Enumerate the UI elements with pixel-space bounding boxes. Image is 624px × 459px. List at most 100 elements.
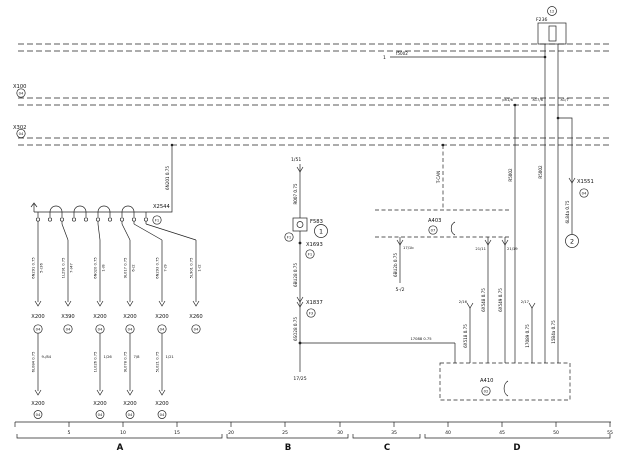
fuse-box	[292, 217, 308, 232]
connector-code-circle	[63, 324, 73, 334]
pin-label: 1/26	[104, 355, 113, 359]
connector-code-circle	[16, 88, 26, 98]
pin-label: 1/51	[291, 157, 301, 163]
connector-chevron-icon	[484, 239, 492, 246]
connector-code: 04	[128, 328, 133, 332]
wire-label: R007 0.75	[293, 183, 298, 204]
fuse-code-circle	[284, 232, 294, 242]
fuse-f236: 12 F236	[536, 6, 567, 45]
ruler-number: 55	[607, 430, 613, 436]
pin-label: 17/1b	[403, 246, 414, 250]
connector-chevron-icon	[96, 300, 104, 307]
component-bracket-icon	[450, 221, 456, 236]
wire-label: 9L017 0.75	[124, 257, 128, 278]
wire-label: 6SO28 0.75	[293, 317, 298, 341]
connector-chevron-icon	[158, 389, 166, 396]
wire-label: 6N020 0.75	[94, 257, 98, 279]
connector-code-circle	[33, 324, 43, 334]
pin-label: 21/11	[475, 247, 486, 251]
connector-code-circle	[125, 324, 135, 334]
module-outline	[439, 362, 571, 401]
section-letter: A	[117, 443, 124, 453]
connector-name: X390	[61, 314, 74, 320]
connector-code: 04	[98, 413, 103, 417]
connector-code-circle	[125, 410, 135, 419]
connector-name: X200	[93, 314, 106, 320]
fuse-label: F236	[536, 17, 547, 23]
wire-label: 17089 0.75	[525, 324, 530, 348]
fuse-label: F583	[310, 219, 323, 225]
grommet-label: ph1/6	[502, 98, 513, 102]
connector-name: X2544	[153, 204, 170, 210]
connector-name: X200	[123, 401, 136, 407]
pin-label: 2/16	[459, 300, 468, 304]
connector-code: F1	[308, 253, 312, 257]
connector-chevron-icon	[296, 296, 304, 308]
bus-lines	[18, 43, 612, 146]
wire-label: 6X518 0.75	[463, 324, 468, 348]
ruler-number: 35	[391, 430, 397, 436]
connector-x1551: X1551 04 6L84a 0.75 2	[558, 117, 594, 248]
connector-name: X200	[155, 314, 168, 320]
pin-label: 1-/8	[102, 264, 106, 272]
fuse-code: F1	[287, 236, 291, 240]
wire-label: 6L084 0.75	[32, 351, 36, 372]
connector-chevron-icon	[126, 300, 134, 307]
connector-arrow-icon	[30, 202, 38, 212]
connector-code: 04	[194, 328, 199, 332]
grid-ruler: 5 10 15 20 25 30 35 40 45 50 55	[14, 421, 613, 436]
wire-label: 1L291 0.75	[62, 257, 66, 278]
connector-chevron-icon	[96, 389, 104, 396]
connector-chevron-icon	[396, 239, 404, 246]
wire-label: 6N291 0.75	[32, 257, 36, 279]
connector-code: 04	[19, 132, 24, 136]
connector-chevron-icon	[466, 302, 474, 309]
bus-label: X100	[13, 84, 26, 90]
connector-chevron-icon	[64, 300, 72, 307]
section-letter: C	[384, 443, 390, 453]
t-can-link: T-CAN	[436, 143, 445, 210]
bus-label: X302	[13, 125, 26, 131]
pin-label: 7/8	[134, 355, 141, 359]
connector-code-circle	[16, 128, 26, 139]
section-b-circuit: 1/51 R007 0.75 F583 F1 1 X1693 F1 6BU28 …	[284, 157, 328, 382]
connector-name: X200	[155, 401, 168, 407]
connector-code: 04	[19, 92, 24, 96]
ruler-number: 20	[228, 430, 234, 436]
connector-chevron-icon	[34, 300, 42, 307]
connector-code: 04	[36, 413, 41, 417]
connector-chevron-icon	[296, 166, 304, 173]
junction-dot	[441, 143, 445, 147]
connector-code-circle	[579, 188, 589, 198]
connector-code: 04	[36, 328, 41, 332]
wire-label: 6BU28 0.75	[293, 263, 298, 287]
wire-label: 1L026 0.75	[94, 351, 98, 372]
feed-wire-label: f5002	[396, 51, 408, 56]
connector-code-circle	[33, 410, 43, 419]
right-vertical-wires: ph1/6 a17/6 a1/7 R5002 R5002 15B4a 0.75	[502, 44, 569, 363]
module-name: A403	[428, 218, 441, 224]
connector-code: 04	[582, 192, 587, 196]
grommet-label: a1/7	[561, 98, 570, 102]
connector-name: X1693	[306, 242, 323, 248]
ruler-number: 30	[337, 430, 343, 436]
section-letter: D	[513, 443, 520, 453]
pin-label: 1/21	[166, 355, 174, 359]
component-badge: 12	[550, 10, 555, 14]
connector-code: 04	[128, 413, 133, 417]
connector-code: F1	[155, 219, 159, 223]
connector-x2544: X2544 F1 6N201 0.75	[30, 143, 197, 241]
bus-connector-x302: X302 04	[13, 125, 26, 139]
module-a403: A403 07 17/1b 6BU2b 0.75 5-/2 21/11 21/1…	[375, 209, 518, 363]
bus-name: T-CAN	[436, 171, 441, 184]
fuse-box	[537, 22, 567, 45]
wire-label: 5L901 0.75	[190, 257, 194, 278]
connector-name: X260	[189, 314, 202, 320]
wire-label: R5002	[508, 168, 513, 182]
connector-chevron-icon	[528, 302, 536, 309]
wire-label: 9L078 0.75	[124, 351, 128, 372]
junction-dot	[298, 241, 302, 245]
ruler-number: 45	[499, 430, 505, 436]
ruler-number: 25	[282, 430, 288, 436]
connector-code: F3	[309, 312, 314, 316]
